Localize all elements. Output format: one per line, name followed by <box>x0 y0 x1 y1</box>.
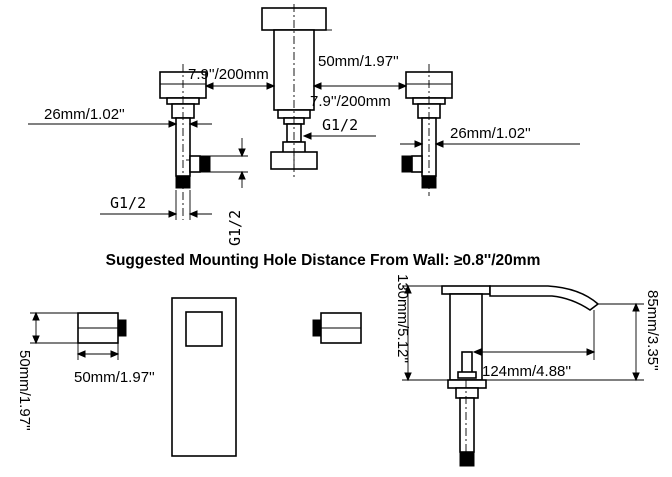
spout-width-label: 50mm/1.97'' <box>318 53 399 70</box>
spread-right-label: 7.9''/200mm <box>310 93 391 110</box>
handle-width-dimension <box>76 343 120 360</box>
handle-height-label: 50mm/1.97'' <box>16 350 33 431</box>
left-handle-width-label: 26mm/1.02'' <box>44 106 125 123</box>
total-height-label: 130mm/5.12'' <box>394 274 411 363</box>
handle-width-label: 50mm/1.97'' <box>74 369 155 386</box>
spout-reach-dimension <box>472 310 596 360</box>
handle-thread-v-dimension <box>210 138 248 188</box>
handle-thread-v-label: G1/2 <box>226 210 244 246</box>
right-handle-width-dimension <box>400 140 580 148</box>
spout-thread-label: G1/2 <box>322 116 358 134</box>
spout-front-panel <box>171 297 237 457</box>
handle-height-dimension <box>30 311 78 345</box>
right-handle-width-label: 26mm/1.02'' <box>450 125 531 142</box>
spread-left-label: 7.9''/200mm <box>188 66 269 83</box>
handle-thread-h-dimension <box>100 190 212 220</box>
spout-height-label: 85mm/3.35'' <box>644 290 661 371</box>
right-handle-side-view <box>312 312 362 344</box>
right-handle-front-view <box>401 71 453 189</box>
mounting-distance-heading: Suggested Mounting Hole Distance From Wa… <box>106 252 541 269</box>
spout-height-dimension <box>486 302 644 382</box>
center-lines <box>182 4 430 220</box>
handle-side-view <box>77 312 127 344</box>
total-height-dimension <box>402 284 448 382</box>
spread-dimension <box>204 82 408 90</box>
handle-thread-h-label: G1/2 <box>110 194 146 212</box>
spout-reach-label: 124mm/4.88'' <box>482 363 571 380</box>
left-handle-width-dimension <box>28 120 212 128</box>
spout-profile-view <box>441 285 600 467</box>
left-handle-front-view <box>159 71 211 189</box>
